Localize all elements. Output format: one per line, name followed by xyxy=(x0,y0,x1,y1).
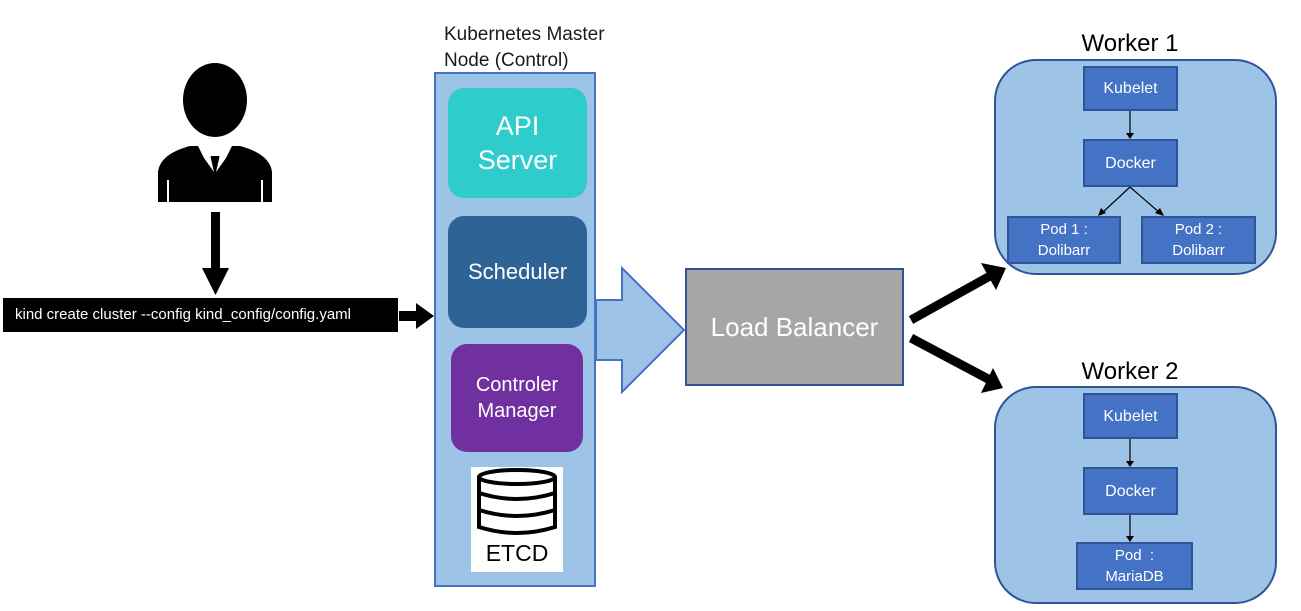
worker2-pod-line1: Pod : xyxy=(1114,547,1155,564)
worker2-kubelet-label: Kubelet xyxy=(1103,407,1158,425)
api-server-line1: API xyxy=(495,111,540,141)
scheduler-box: Scheduler xyxy=(448,216,587,328)
worker1-pod1: Pod 1 : Dolibarr xyxy=(1007,216,1121,264)
scheduler-label: Scheduler xyxy=(467,259,568,284)
master-title-line1: Kubernetes Master xyxy=(444,24,605,45)
master-title-line2: Node (Control) xyxy=(444,50,569,71)
worker1-pod2-line1: Pod 2 : xyxy=(1174,221,1223,238)
api-server-box: API Server xyxy=(448,88,587,198)
worker1-pod1-line2: Dolibarr xyxy=(1037,242,1091,259)
worker1-pod2-line2: Dolibarr xyxy=(1172,242,1225,259)
worker1-kubelet: Kubelet xyxy=(1083,66,1178,111)
controller-line2: Manager xyxy=(477,400,557,422)
user-down-arrow xyxy=(202,212,229,295)
worker2-title: Worker 2 xyxy=(1081,358,1179,385)
worker2-pod-line2: MariaDB xyxy=(1105,568,1164,585)
worker1-pod1-line1: Pod 1 : xyxy=(1040,221,1088,238)
worker1-kubelet-label: Kubelet xyxy=(1103,80,1158,97)
command-right-arrow xyxy=(399,303,434,329)
master-to-lb-arrow xyxy=(595,265,686,395)
worker2-docker: Docker xyxy=(1083,467,1178,515)
worker2-kubelet: Kubelet xyxy=(1083,393,1178,439)
worker1-docker-label: Docker xyxy=(1105,154,1156,172)
controller-manager-box: Controler Manager xyxy=(451,344,583,452)
master-title: Kubernetes Master Node (Control) xyxy=(444,22,634,74)
database-icon xyxy=(477,468,557,535)
command-line: kind create cluster --config kind_config… xyxy=(3,298,398,332)
lb-to-worker1-arrow xyxy=(908,263,1006,324)
etcd-box xyxy=(471,467,563,572)
load-balancer-box: Load Balancer xyxy=(685,268,904,386)
worker2-docker-label: Docker xyxy=(1105,482,1156,500)
worker1-pod2: Pod 2 : Dolibarr xyxy=(1141,216,1256,264)
controller-line1: Controler xyxy=(475,374,559,396)
worker2-pod: Pod : MariaDB xyxy=(1076,542,1193,590)
user-businessman-icon xyxy=(158,63,272,202)
etcd-label: ETCD xyxy=(485,540,549,566)
load-balancer-label: Load Balancer xyxy=(710,311,879,342)
worker1-title: Worker 1 xyxy=(1081,30,1179,57)
lb-to-worker2-arrow xyxy=(908,334,1003,393)
api-server-line2: Server xyxy=(477,145,558,175)
worker1-docker: Docker xyxy=(1083,139,1178,187)
